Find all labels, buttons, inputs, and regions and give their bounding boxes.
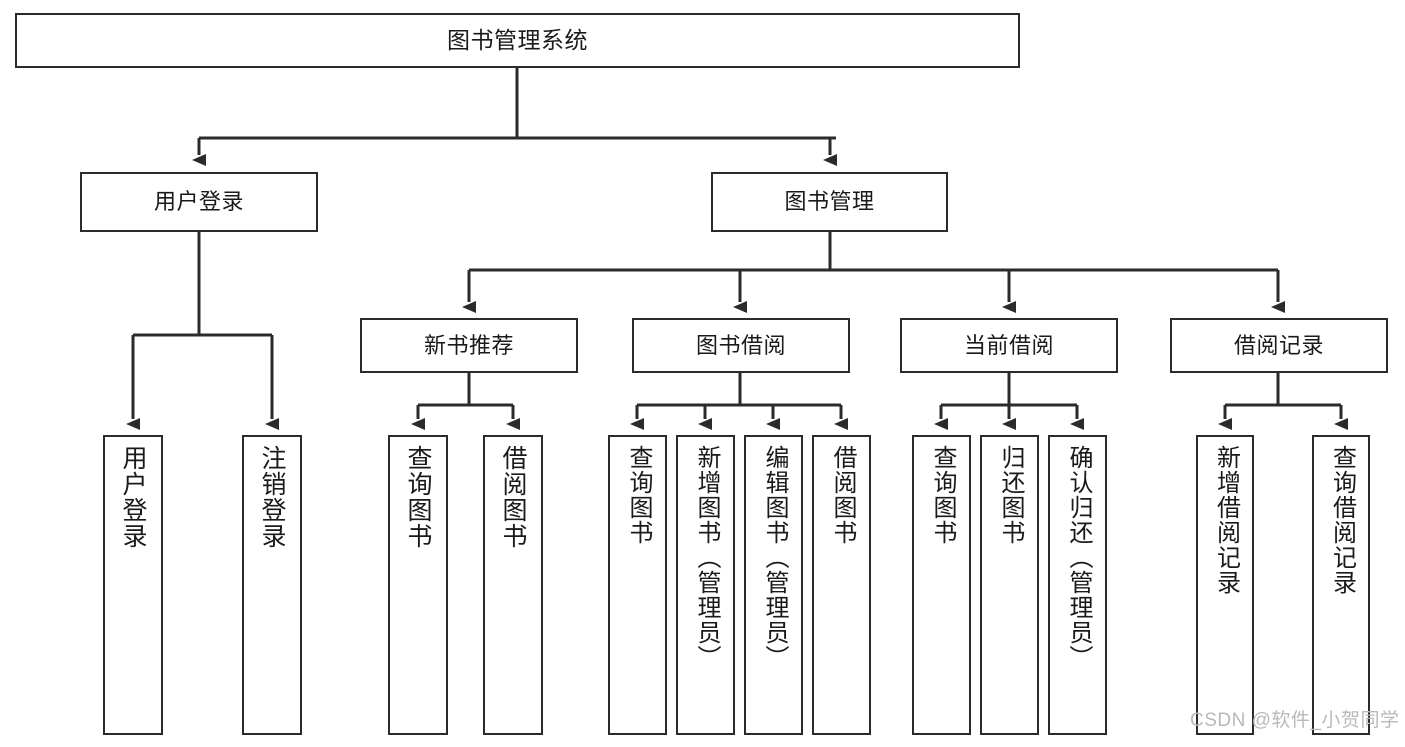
leaf-logout-label: 注销登录 (258, 445, 286, 549)
node-user-login[interactable]: 用户登录 (80, 172, 318, 232)
leaf-borrow-book[interactable]: 借阅图书 (812, 435, 871, 735)
node-borrow-record[interactable]: 借阅记录 (1170, 318, 1388, 373)
node-book-management-label: 图书管理 (784, 189, 875, 215)
leaf-add-book-admin[interactable]: 新增图书（管理员） (676, 435, 735, 735)
csdn-watermark: CSDN @软件_小贺同学 (1190, 710, 1400, 731)
node-book-management[interactable]: 图书管理 (711, 172, 948, 232)
leaf-query-book-current[interactable]: 查询图书 (912, 435, 971, 735)
leaf-query-book-recommend[interactable]: 查询图书 (388, 435, 448, 735)
node-new-book-recommend-label: 新书推荐 (423, 332, 514, 358)
node-book-borrow[interactable]: 图书借阅 (632, 318, 850, 373)
node-borrow-record-label: 借阅记录 (1233, 332, 1324, 358)
node-book-borrow-label: 图书借阅 (695, 332, 786, 358)
leaf-query-book-recommend-label: 查询图书 (404, 445, 432, 549)
leaf-add-borrow-record-label: 新增借阅记录 (1212, 445, 1240, 595)
leaf-query-book-current-label: 查询图书 (928, 445, 956, 545)
node-current-borrow-label: 当前借阅 (963, 332, 1054, 358)
node-user-login-label: 用户登录 (153, 189, 244, 215)
node-root[interactable]: 图书管理系统 (15, 13, 1020, 68)
leaf-borrow-book-recommend[interactable]: 借阅图书 (483, 435, 543, 735)
leaf-return-book-label: 归还图书 (996, 445, 1024, 545)
leaf-query-book-borrow[interactable]: 查询图书 (608, 435, 667, 735)
leaf-borrow-book-label: 借阅图书 (828, 445, 856, 545)
node-new-book-recommend[interactable]: 新书推荐 (360, 318, 578, 373)
leaf-query-borrow-record[interactable]: 查询借阅记录 (1312, 435, 1370, 735)
leaf-add-book-admin-label: 新增图书（管理员） (692, 445, 720, 670)
leaf-confirm-return-admin-label: 确认归还（管理员） (1064, 445, 1092, 670)
node-root-label: 图书管理系统 (447, 26, 588, 53)
leaf-return-book[interactable]: 归还图书 (980, 435, 1039, 735)
leaf-edit-book-admin[interactable]: 编辑图书（管理员） (744, 435, 803, 735)
leaf-query-borrow-record-label: 查询借阅记录 (1328, 445, 1356, 595)
leaf-user-login-label: 用户登录 (119, 445, 147, 549)
node-current-borrow[interactable]: 当前借阅 (900, 318, 1118, 373)
leaf-edit-book-admin-label: 编辑图书（管理员） (760, 445, 788, 670)
leaf-query-book-borrow-label: 查询图书 (624, 445, 652, 545)
leaf-logout[interactable]: 注销登录 (242, 435, 302, 735)
leaf-confirm-return-admin[interactable]: 确认归还（管理员） (1048, 435, 1107, 735)
leaf-user-login[interactable]: 用户登录 (103, 435, 163, 735)
leaf-borrow-book-recommend-label: 借阅图书 (499, 445, 527, 549)
leaf-add-borrow-record[interactable]: 新增借阅记录 (1196, 435, 1254, 735)
